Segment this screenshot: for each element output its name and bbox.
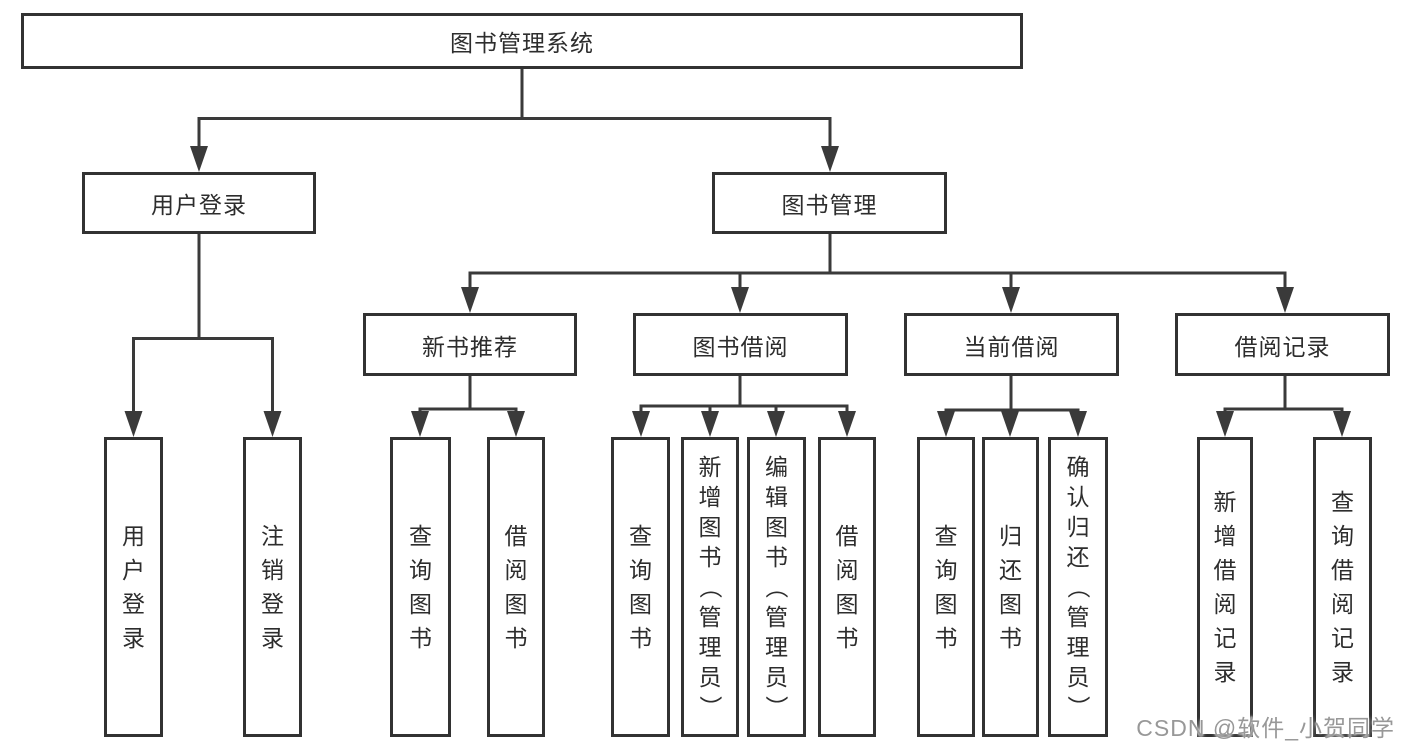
arrow-icon bbox=[507, 411, 525, 437]
leaf-query-borrow-record: 查询借阅记录 bbox=[1313, 437, 1372, 737]
arrow-icon bbox=[1069, 411, 1087, 437]
leaf-query-books-current: 查询图书 bbox=[917, 437, 975, 737]
arrow-icon bbox=[821, 146, 839, 172]
connector-borrowrecord-to-leaves bbox=[1223, 376, 1344, 421]
arrow-icon bbox=[1276, 287, 1294, 313]
arrow-icon bbox=[767, 411, 785, 437]
node-book-management: 图书管理 bbox=[712, 172, 947, 234]
leaf-confirm-return-admin: 确认归还（管理员） bbox=[1048, 437, 1108, 737]
leaf-query-books-newbook: 查询图书 bbox=[390, 437, 451, 737]
node-user-login: 用户登录 bbox=[82, 172, 316, 234]
arrow-icon bbox=[461, 287, 479, 313]
leaf-query-books-borrow: 查询图书 bbox=[611, 437, 670, 737]
arrow-icon bbox=[1002, 287, 1020, 313]
leaf-borrow-books: 借阅图书 bbox=[818, 437, 876, 737]
node-borrowing-records: 借阅记录 bbox=[1175, 313, 1390, 376]
connector-root-to-level1 bbox=[197, 69, 832, 155]
arrow-icon bbox=[937, 411, 955, 437]
arrow-icon bbox=[701, 411, 719, 437]
connector-bookborrow-to-leaves bbox=[639, 376, 849, 421]
leaf-user-login: 用户登录 bbox=[104, 437, 163, 737]
connector-userlogin-to-leaves bbox=[132, 234, 274, 420]
leaf-add-borrow-record: 新增借阅记录 bbox=[1197, 437, 1253, 737]
arrow-icon bbox=[731, 287, 749, 313]
arrow-icon bbox=[1216, 411, 1234, 437]
arrow-icon bbox=[838, 411, 856, 437]
arrowheads bbox=[124, 146, 1351, 437]
leaf-logout: 注销登录 bbox=[243, 437, 302, 737]
arrow-icon bbox=[632, 411, 650, 437]
leaf-borrow-books-newbook: 借阅图书 bbox=[487, 437, 545, 737]
arrow-icon bbox=[1001, 411, 1019, 437]
leaf-edit-books-admin: 编辑图书（管理员） bbox=[747, 437, 806, 737]
node-library-management-system: 图书管理系统 bbox=[21, 13, 1023, 69]
node-new-book-recommend: 新书推荐 bbox=[363, 313, 577, 376]
arrow-icon bbox=[190, 146, 208, 172]
connector-newbook-to-leaves bbox=[418, 376, 518, 421]
node-book-borrowing: 图书借阅 bbox=[633, 313, 848, 376]
leaf-return-books: 归还图书 bbox=[982, 437, 1039, 737]
arrow-icon bbox=[263, 411, 282, 437]
arrow-icon bbox=[411, 411, 429, 437]
connector-bookmgmt-to-level2 bbox=[468, 234, 1287, 297]
node-current-borrowing: 当前借阅 bbox=[904, 313, 1119, 376]
csdn-watermark: CSDN @软件_小贺同学 bbox=[1136, 715, 1395, 741]
arrow-icon bbox=[1333, 411, 1351, 437]
arrow-icon bbox=[124, 411, 143, 437]
leaf-add-books-admin: 新增图书（管理员） bbox=[681, 437, 739, 737]
